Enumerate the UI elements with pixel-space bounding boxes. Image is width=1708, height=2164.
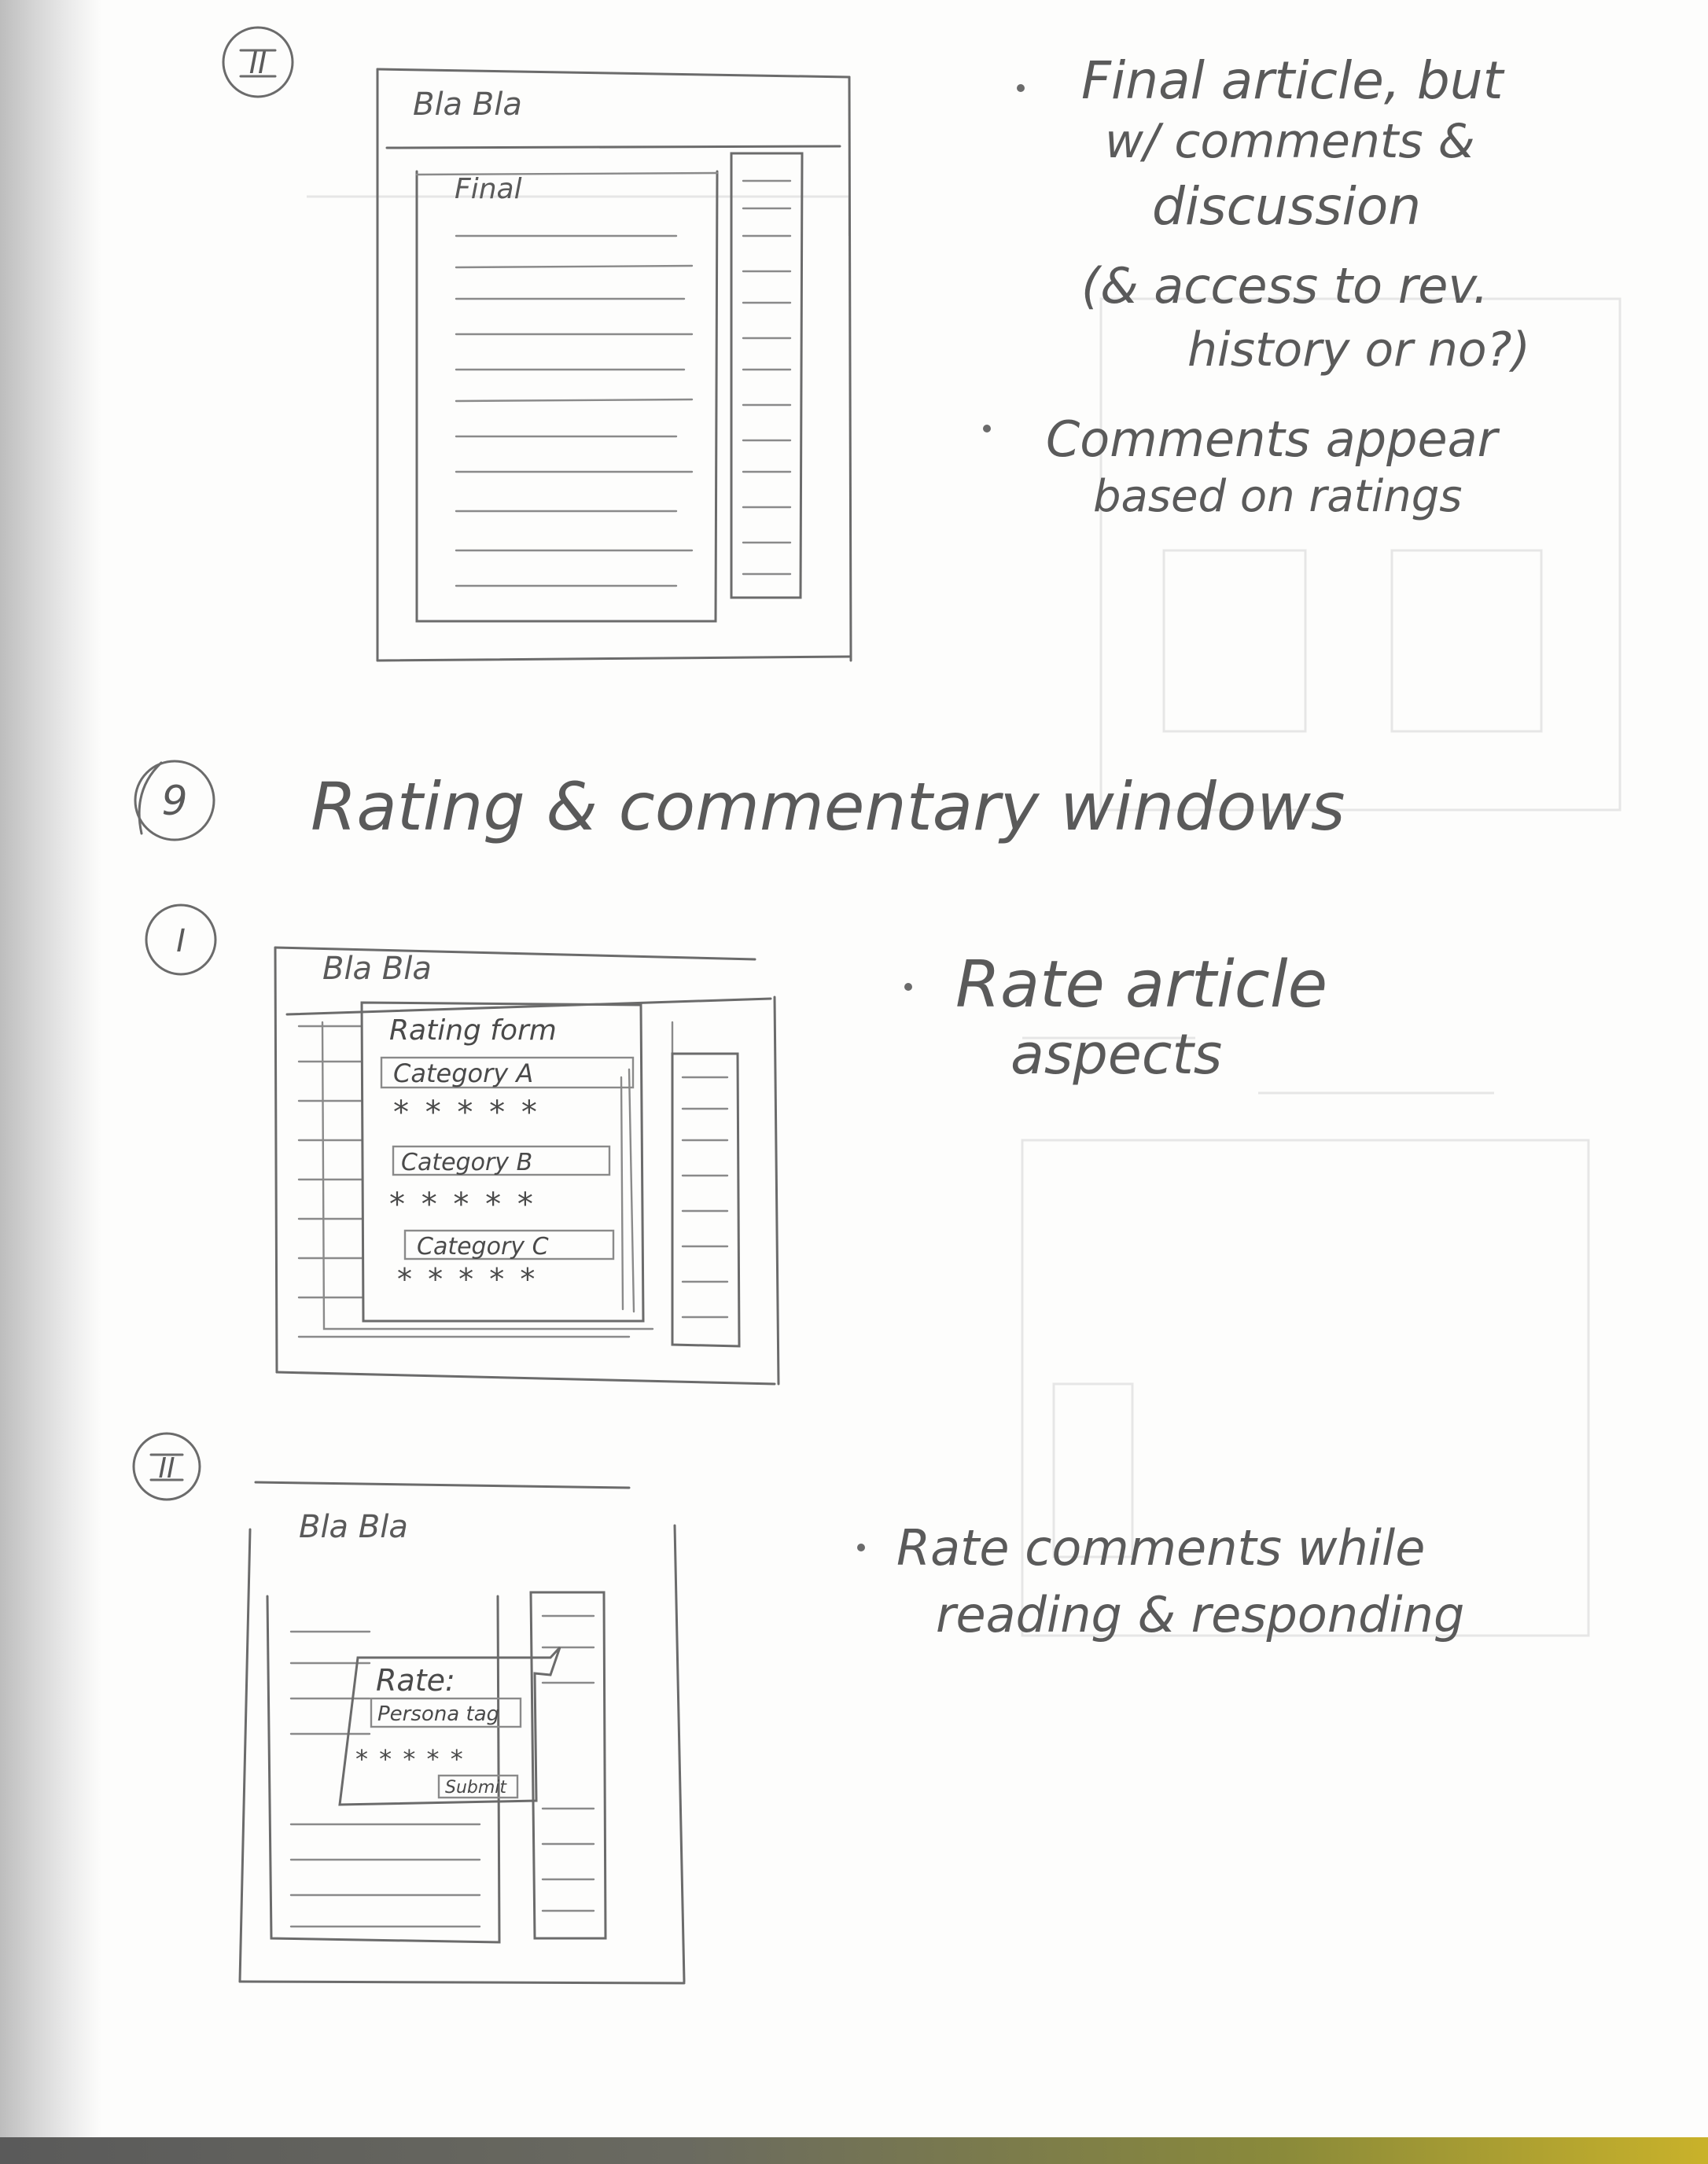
article-text-lines [455,234,694,587]
note-line: reading & responding [936,1586,1464,1643]
marker-text: I [176,923,186,959]
marker-text: II [158,1452,175,1485]
star-rating: * * * * * [389,1187,536,1223]
wireframe-rate-comment-popup: Bla Bla [238,1481,686,1985]
marker-text: 9 [161,778,187,825]
comment-lines [742,179,792,576]
rate-comment-popup[interactable]: Rate: Persona tag * * * * * Submit [338,1646,561,1806]
comment-lines [541,1614,595,1912]
persona-tag-field[interactable]: Persona tag [370,1697,522,1728]
notes-rate-comments: Rate comments while reading & responding [857,1519,1464,1643]
page-edge [0,2137,1708,2164]
star-rating: * * * * * [397,1262,538,1297]
note-line: history or no?) [1187,322,1530,377]
section-rating-heading: 9 Rating & commentary windows [134,760,1345,845]
section-marker-i: I [145,904,217,976]
popup-title: Rate: [376,1663,455,1698]
notebook-binding-shadow [0,0,102,2164]
notes-final-article: Final article, but w/ comments & discuss… [983,50,1530,522]
form-scrollbar[interactable] [620,1076,624,1311]
notes-rate-article: Rate article aspects [904,948,1327,1087]
note-line: w/ comments & [1105,114,1475,169]
note-line: aspects [1010,1022,1222,1087]
note-line: Comments appear [1046,410,1500,468]
section-heading: Rating & commentary windows [311,768,1345,845]
rating-form-dialog[interactable]: Rating form Category A * * * * * Categor… [360,1001,645,1323]
rating-category-b[interactable]: Category B * * * * * [389,1145,611,1223]
wireframe-final-article: Bla Bla Final [376,68,852,662]
category-label: Category B [401,1149,532,1176]
comment-lines [681,1076,729,1319]
article-label: Final [455,173,522,205]
submit-button-label: Submit [445,1778,507,1798]
section-rate-article: I Bla Bla [145,904,1327,1386]
note-line: Rate article [955,948,1327,1022]
section-marker-ii-bottom: II [132,1432,201,1501]
note-line: Rate comments while [896,1519,1425,1577]
section-rate-comments: II Bla Bla [132,1432,1464,1985]
persona-tag-text: Persona tag [377,1702,499,1726]
wireframe-header-text: Bla Bla [322,951,432,987]
category-label: Category A [393,1058,533,1088]
rating-form-title: Rating form [389,1014,557,1047]
note-line: based on ratings [1093,471,1462,522]
star-rating: * * * * * [393,1095,540,1131]
wireframe-header-text: Bla Bla [413,86,522,123]
section-marker-ii-top: II [222,26,294,98]
bleed-through-marks [307,195,1621,1637]
rating-category-c[interactable]: Category C * * * * * [397,1229,615,1297]
note-line: discussion [1152,176,1421,237]
popup-star-rating[interactable]: * * * * * [355,1744,465,1774]
left-content-lines [289,1630,481,1928]
note-line: Final article, but [1081,50,1505,111]
marker-text: II [249,46,267,80]
submit-button[interactable]: Submit [437,1774,519,1799]
category-label: Category C [417,1233,549,1260]
wireframe-rating-form: Bla Bla [274,946,780,1386]
note-line: (& access to rev. [1081,257,1489,315]
rating-category-a[interactable]: Category A * * * * * [380,1056,635,1131]
section-marker-9: 9 [134,760,215,841]
section-final-article: II Bla Bla Final [222,26,1530,662]
wireframe-header-text: Bla Bla [299,1509,408,1545]
